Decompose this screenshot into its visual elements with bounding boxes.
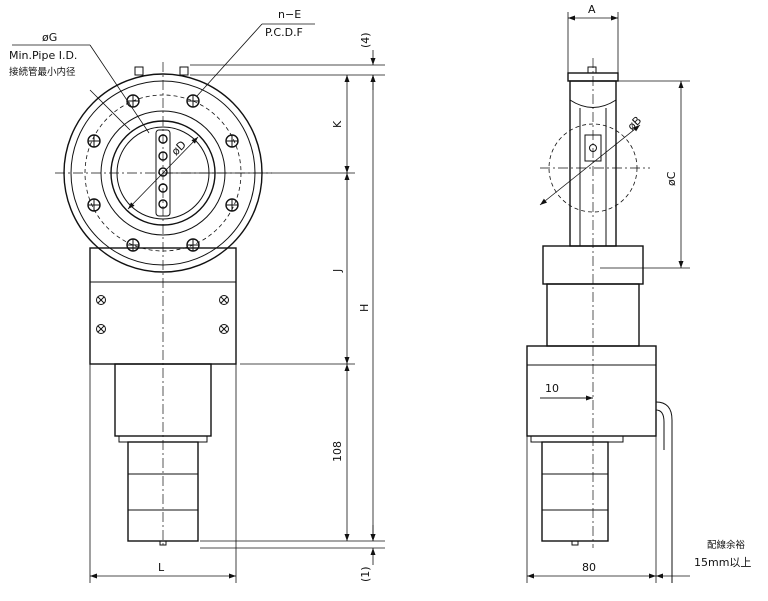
front-dimensions bbox=[12, 23, 385, 583]
j-label: J bbox=[331, 269, 344, 273]
dim-108-label: 108 bbox=[331, 441, 344, 462]
cable-len-label: 15mm以上 bbox=[694, 556, 751, 569]
dim-4-label: (4) bbox=[359, 32, 372, 48]
dim-10-label: 10 bbox=[545, 382, 559, 395]
side-motor-body bbox=[541, 441, 609, 542]
k-label: K bbox=[331, 120, 344, 128]
top-bolt-left bbox=[134, 66, 144, 76]
n-e-label: n−E bbox=[278, 8, 301, 21]
front-view bbox=[55, 62, 272, 548]
h-label: H bbox=[358, 304, 371, 312]
body-screws bbox=[96, 295, 229, 334]
pcd-label: P.C.D.F bbox=[265, 26, 303, 39]
dim-1-label: (1) bbox=[359, 566, 372, 582]
phi-d-label: øD bbox=[169, 138, 189, 158]
l-label: L bbox=[158, 561, 165, 574]
side-view bbox=[526, 58, 673, 583]
cable-jp-label: 配線余裕 bbox=[707, 539, 746, 551]
dim-80-label: 80 bbox=[582, 561, 596, 574]
phi-b-label: øB bbox=[625, 114, 644, 133]
phi-g-label: øG bbox=[42, 31, 57, 44]
top-bolt-right bbox=[179, 66, 189, 76]
min-pipe-jp-label: 接続管最小内径 bbox=[9, 66, 76, 78]
min-pipe-label: Min.Pipe I.D. bbox=[9, 49, 77, 62]
phi-c-label: øC bbox=[665, 171, 678, 186]
bolt-holes bbox=[87, 94, 239, 252]
side-dimensions bbox=[526, 12, 690, 583]
cable bbox=[655, 401, 673, 583]
a-label: A bbox=[588, 3, 596, 16]
